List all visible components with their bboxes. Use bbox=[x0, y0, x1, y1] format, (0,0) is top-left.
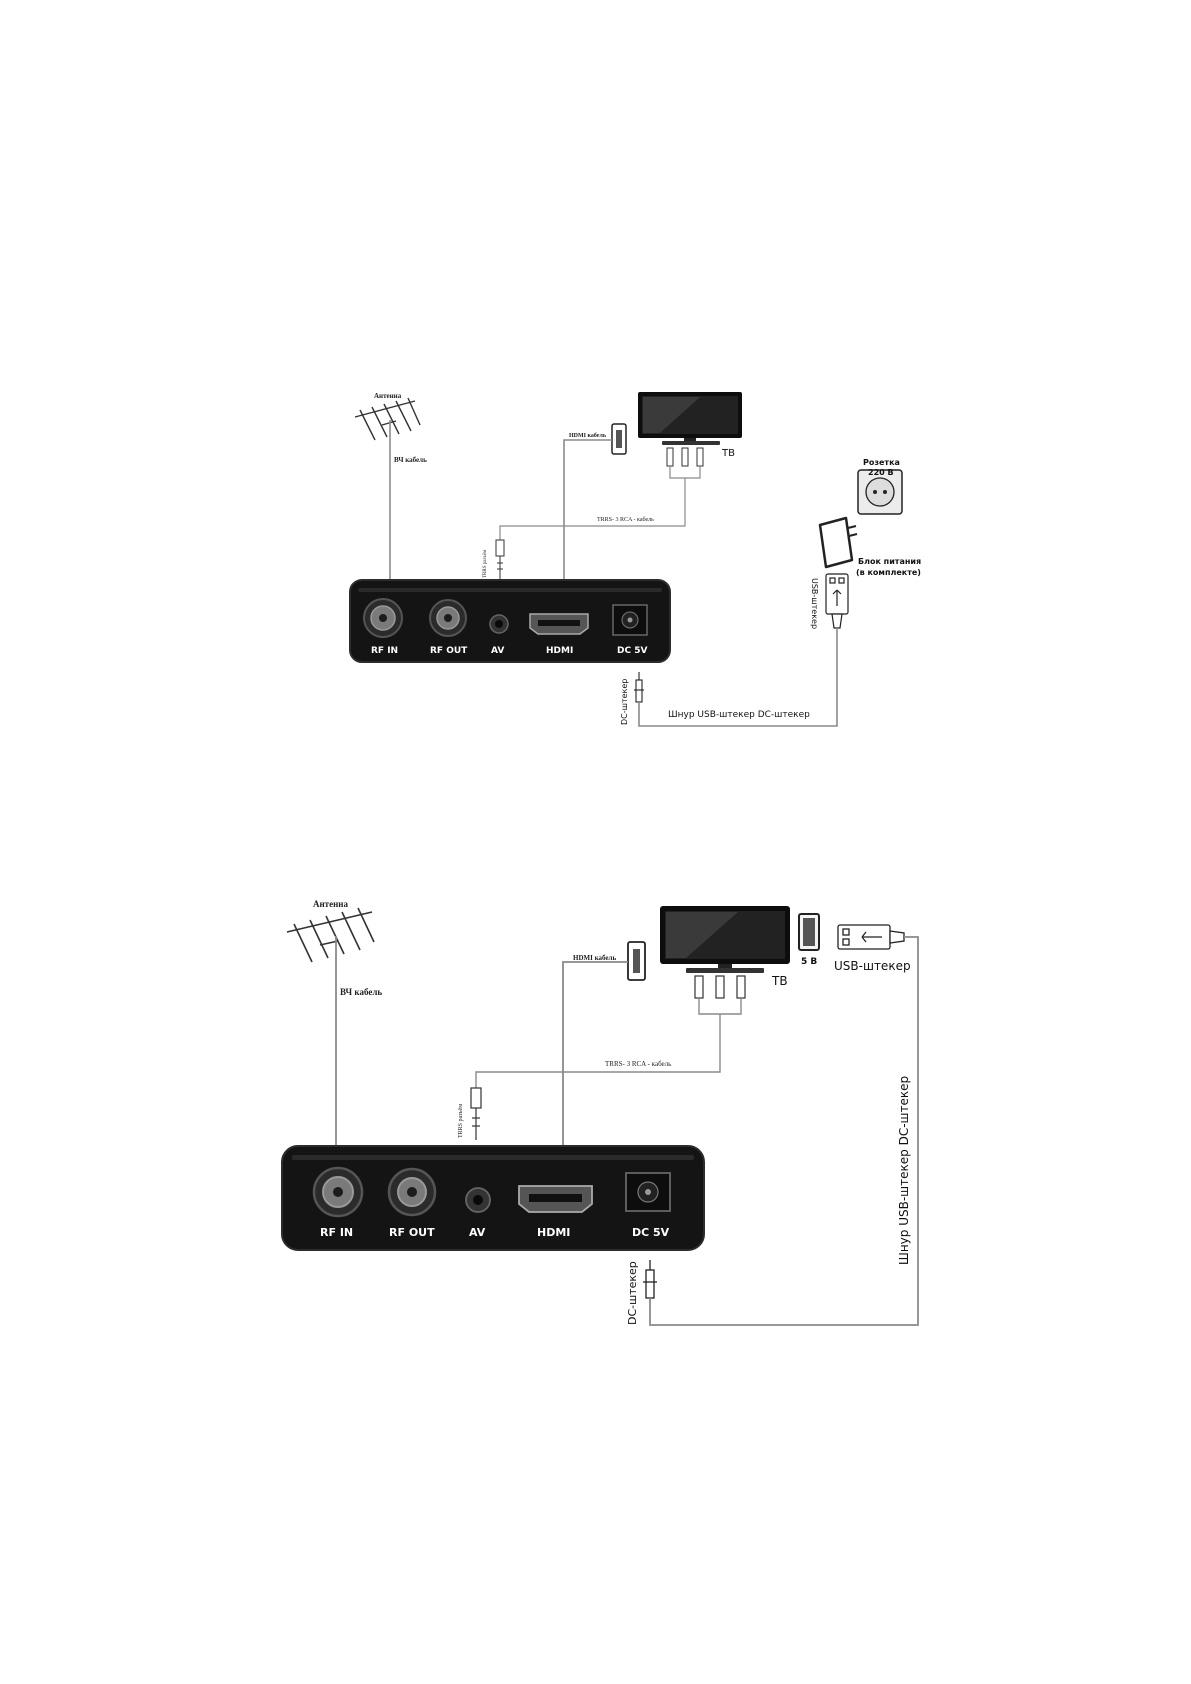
tv-usb-port-icon bbox=[798, 913, 820, 951]
port-label-hdmi: HDMI bbox=[537, 1226, 570, 1239]
rf-cable-label: ВЧ кабель bbox=[340, 987, 382, 997]
rca-plugs-icon bbox=[666, 447, 704, 467]
trrs-jack-icon bbox=[470, 1087, 482, 1140]
trrs-jack-icon bbox=[495, 539, 505, 580]
hdmi-port bbox=[518, 1185, 593, 1213]
hdmi-cable-label: HDMI кабель bbox=[569, 432, 607, 439]
tv-label: ТВ bbox=[771, 974, 788, 988]
dc-plug-label: DC-штекер bbox=[620, 679, 629, 725]
av-port bbox=[465, 1187, 491, 1213]
trrs-jack-label: TRRS разъём bbox=[458, 1104, 464, 1138]
hdmi-cable bbox=[562, 961, 628, 1148]
rca-cable-bundle bbox=[698, 998, 742, 1015]
usb-plug-label: USB-штекер bbox=[834, 959, 911, 973]
usb-plug-icon bbox=[825, 573, 849, 629]
dc-plug-label: DC-штекер bbox=[626, 1261, 639, 1325]
hdmi-cable-label: HDMI кабель bbox=[573, 954, 616, 962]
dc-5v-port bbox=[612, 604, 648, 636]
trrs-cable-label: TRRS- 3 RCA - кабель bbox=[597, 516, 654, 523]
usb-dc-cord-label: Шнур USB-штекер DC-штекер bbox=[897, 1076, 911, 1265]
dc-plug-icon bbox=[634, 672, 644, 703]
port-label-rf-out: RF OUT bbox=[430, 646, 468, 656]
receiver-device: RF IN RF OUT AV HDMI DC 5V bbox=[349, 579, 671, 663]
wall-socket-icon bbox=[857, 469, 903, 515]
port-label-rf-in: RF IN bbox=[320, 1226, 353, 1239]
power-adapter-icon bbox=[818, 516, 858, 569]
diagram-2: Антенна ВЧ кабель ТВ 5 В USB-штекер bbox=[281, 899, 919, 1326]
hdmi-port bbox=[529, 613, 589, 635]
tv-icon bbox=[660, 906, 790, 973]
port-label-dc-5v: DC 5V bbox=[617, 646, 647, 656]
port-label-av: AV bbox=[469, 1226, 486, 1239]
rf-out-port bbox=[429, 599, 467, 637]
hdmi-cable bbox=[563, 439, 612, 582]
trrs-cable bbox=[475, 1014, 721, 1088]
power-unit-label-line1: Блок питания bbox=[858, 557, 921, 566]
usb-dc-cord bbox=[638, 628, 838, 727]
power-unit-label-line2: (в комплекте) bbox=[856, 568, 921, 577]
port-label-dc-5v: DC 5V bbox=[632, 1226, 670, 1239]
antenna-label: Антенна bbox=[313, 899, 348, 909]
socket-label-line2: 220 В bbox=[868, 468, 894, 477]
tv-icon bbox=[638, 392, 742, 445]
rf-in-port bbox=[363, 598, 403, 638]
dc-plug-icon bbox=[643, 1260, 657, 1299]
rf-cable-label: ВЧ кабель bbox=[394, 456, 427, 464]
usb-plug-label: USB-штекер bbox=[810, 578, 819, 629]
antenna-icon bbox=[286, 907, 375, 963]
antenna-label: Антенна bbox=[374, 392, 402, 400]
usb-dc-cord-label: Шнур USB-штекер DC-штекер bbox=[668, 710, 810, 720]
rca-cable-bundle bbox=[669, 466, 701, 479]
av-port bbox=[489, 614, 509, 634]
socket-label-line1: Розетка bbox=[863, 458, 900, 467]
port-label-rf-in: RF IN bbox=[371, 646, 398, 656]
trrs-cable bbox=[499, 478, 686, 540]
diagram-1: Антенна ВЧ кабель ТВ HDMI кабель TRRS- 3… bbox=[349, 392, 921, 727]
port-label-hdmi: HDMI bbox=[546, 646, 573, 656]
tv-label: ТВ bbox=[721, 448, 735, 459]
usb-plug-icon bbox=[837, 924, 905, 950]
tv-usb-port-label: 5 В bbox=[801, 957, 817, 967]
port-label-av: AV bbox=[491, 646, 504, 656]
rca-plugs-icon bbox=[694, 975, 746, 999]
trrs-jack-label: TRRS разъём bbox=[483, 549, 488, 578]
hdmi-plug-icon bbox=[627, 941, 646, 981]
rf-out-port bbox=[387, 1167, 437, 1217]
usb-dc-cord bbox=[649, 936, 919, 1326]
hdmi-plug-icon bbox=[611, 423, 627, 455]
dc-5v-port bbox=[625, 1172, 671, 1212]
port-label-rf-out: RF OUT bbox=[389, 1226, 435, 1239]
rf-in-port bbox=[312, 1166, 364, 1218]
receiver-device: RF IN RF OUT AV HDMI DC 5V bbox=[281, 1145, 705, 1251]
antenna-icon bbox=[354, 397, 421, 441]
trrs-cable-label: TRRS- 3 RCA - кабель bbox=[605, 1060, 671, 1068]
